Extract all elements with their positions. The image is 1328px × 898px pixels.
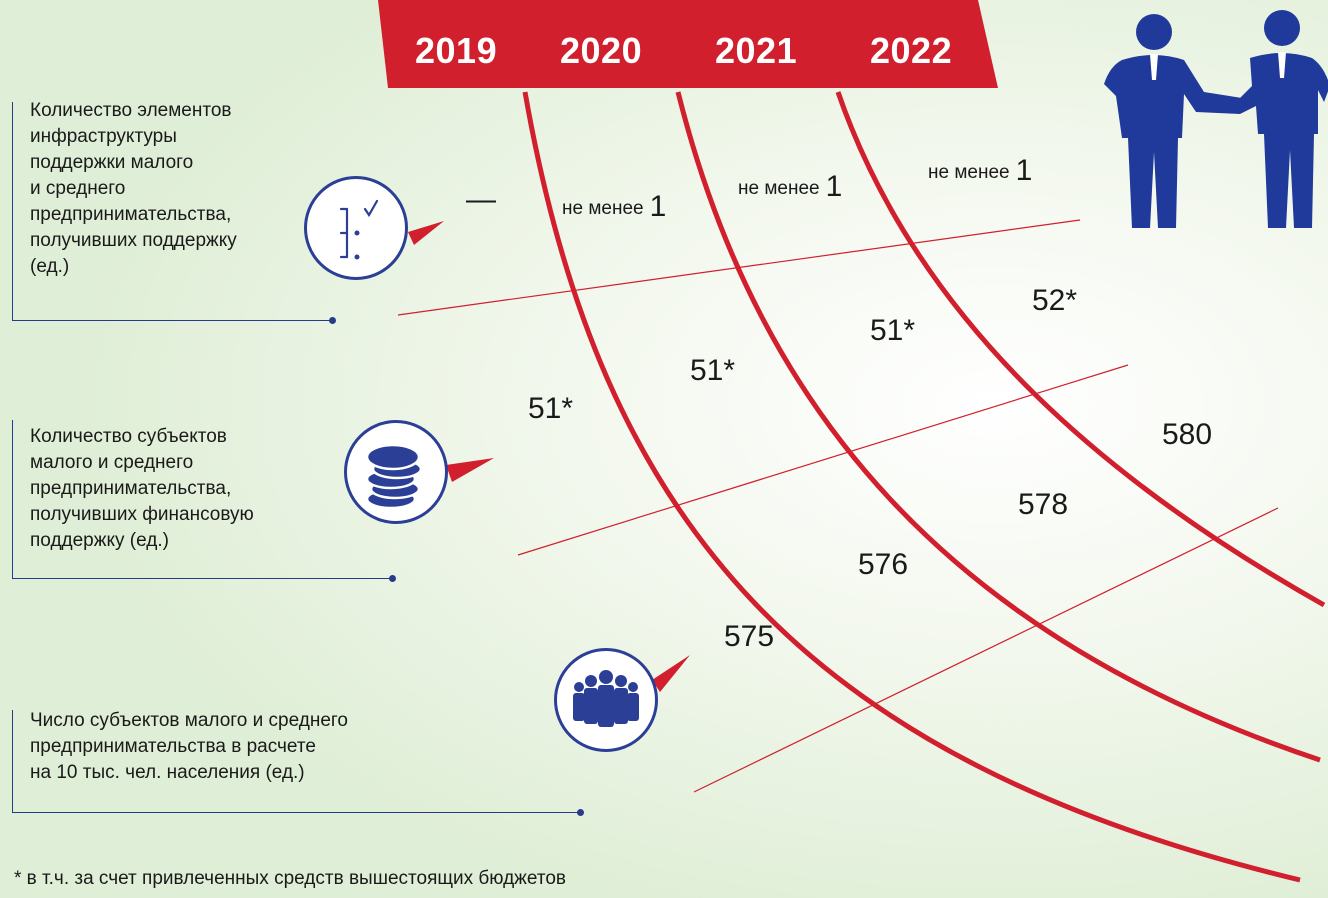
metric-1-label: Количество элементов инфраструктуры подд…	[30, 100, 237, 277]
value-number: 1	[825, 170, 843, 203]
metric-3-label: Число субъектов малого и среднего предпр…	[30, 710, 348, 783]
curve-2021	[675, 91, 1321, 763]
year-2019: 2019	[415, 30, 498, 71]
value-metric2-2020: 51*	[690, 354, 736, 387]
bracket-dot	[329, 317, 336, 324]
bracket-dot	[577, 809, 584, 816]
pointer-1	[408, 221, 444, 245]
year-2020: 2020	[560, 30, 643, 71]
value-metric2-2021: 51*	[870, 314, 916, 347]
checklist-icon	[304, 176, 408, 280]
metric-3-bracket	[12, 710, 584, 816]
row-line-2	[517, 364, 1129, 556]
year-2022: 2022	[870, 30, 953, 71]
value-prefix: не менее	[928, 162, 1010, 183]
curve-2022	[835, 91, 1326, 608]
value-number: 1	[1015, 154, 1033, 187]
metric-1-bracket	[12, 102, 336, 324]
value-metric3-2020: 576	[858, 548, 909, 581]
value-metric2-2022: 52*	[1032, 284, 1078, 317]
value-metric1-2019: —	[466, 183, 496, 216]
value-metric2-2019: 51*	[528, 392, 574, 425]
value-prefix: не менее	[562, 198, 644, 219]
people-group-icon	[554, 648, 658, 752]
coins-icon	[344, 420, 448, 524]
value-metric3-2019: 575	[724, 620, 775, 653]
row-line-1	[397, 219, 1081, 316]
handshake-businessmen-icon	[1104, 10, 1328, 228]
value-prefix: не менее	[738, 178, 820, 199]
pointer-2	[446, 458, 494, 482]
footnote: * в т.ч. за счет привлеченных средств вы…	[14, 868, 566, 889]
value-metric3-2022: 580	[1162, 418, 1213, 451]
row-line-3	[693, 507, 1279, 793]
value-number: 1	[649, 190, 667, 223]
year-banner	[378, 0, 998, 88]
bracket-dot	[389, 575, 396, 582]
metric-2-label: Количество субъектов малого и среднего п…	[30, 426, 254, 551]
metric-2-bracket	[12, 420, 396, 582]
value-metric3-2021: 578	[1018, 488, 1069, 521]
pointer-3	[652, 655, 690, 692]
curve-2020	[522, 91, 1301, 883]
year-2021: 2021	[715, 30, 798, 71]
